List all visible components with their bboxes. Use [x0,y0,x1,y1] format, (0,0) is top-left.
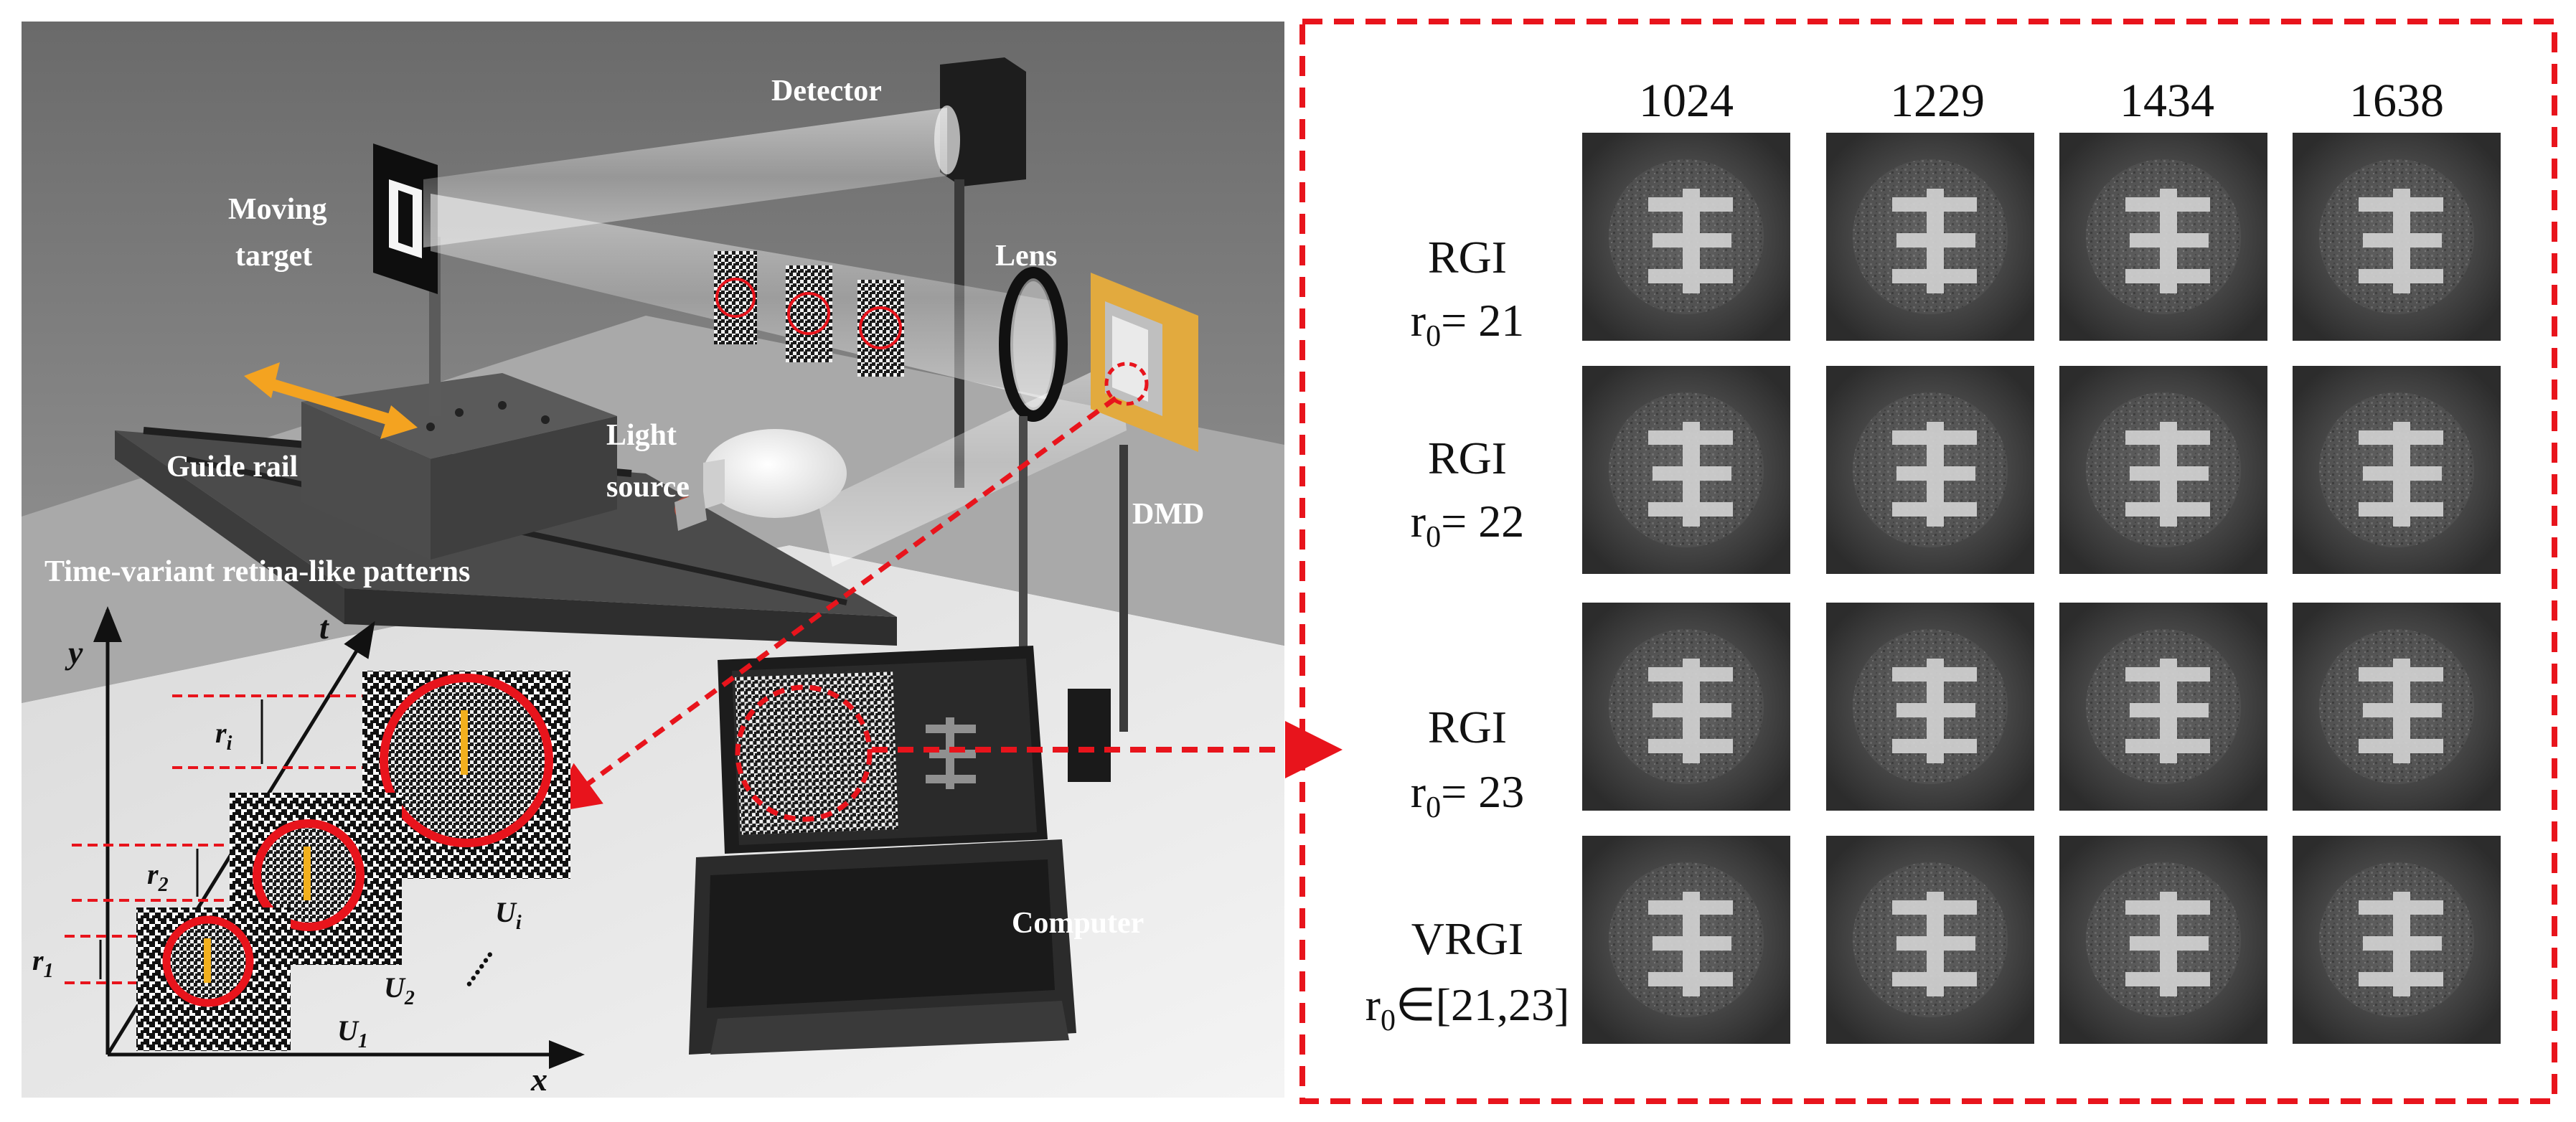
arrow-dmd-to-patterns [547,396,1118,814]
column-header-1024: 1024 [1639,75,1734,127]
svg-text:RGI: RGI [1428,232,1507,283]
recon-r2-c4 [2293,366,2501,574]
recon-r4-c4 [2293,836,2501,1044]
setup-scene: Detector Moving target Lens Light source… [22,22,1343,1098]
recon-r4-c3 [2059,836,2267,1044]
motion-arrow [244,362,418,439]
svg-text:RGI: RGI [1428,702,1507,753]
moving-stage [301,373,617,560]
symbol-u-1: U1 [337,1014,368,1052]
recon-r4-c1 [1582,836,1790,1044]
radius-dimensions [99,699,263,979]
svg-text:r0∈[21,23]: r0∈[21,23] [1365,979,1570,1037]
dmd-highlight-circle [1104,362,1149,406]
lens [999,267,1068,667]
label-computer: Computer [1012,907,1144,940]
symbol-u-i: Ui [495,896,522,934]
pattern-inset: y t x [32,606,585,1098]
label-guide-rail: Guide rail [166,451,298,484]
symbol-r-i: ri [215,717,232,755]
axis-label-y: y [65,634,83,671]
recon-r2-c3 [2059,366,2267,574]
label-moving-target-1: Moving [228,193,327,226]
recon-r3-c3 [2059,603,2267,811]
row-label-4: VRGI r0∈[21,23] [1365,913,1570,1037]
label-lens: Lens [995,240,1057,273]
svg-text:r0= 23: r0= 23 [1411,766,1524,824]
beam-patterns [714,251,904,377]
symbol-r-1: r1 [32,944,54,982]
pattern-u-1 [136,908,291,1051]
label-patterns-title: Time-variant retina-like patterns [44,555,470,588]
axis-label-x: x [530,1061,547,1098]
recon-r3-c2 [1826,603,2034,811]
recon-r4-c2 [1826,836,2034,1044]
svg-text:r0= 22: r0= 22 [1411,496,1524,554]
moving-target [373,143,438,294]
screen-highlight-circle [735,684,873,822]
recon-r1-c4 [2293,133,2501,341]
symbol-u-2: U2 [384,971,415,1009]
recon-r2-c1 [1582,366,1790,574]
row-label-1: RGI r0= 21 [1411,232,1524,353]
recon-r1-c2 [1826,133,2034,341]
row-label-3: RGI r0= 23 [1411,702,1524,824]
svg-text:VRGI: VRGI [1411,913,1523,964]
recon-r1-c1 [1582,133,1790,341]
column-header-1229: 1229 [1890,75,1985,127]
recon-r3-c1 [1582,603,1790,811]
label-dmd: DMD [1132,498,1204,531]
svg-text:r0= 21: r0= 21 [1411,295,1524,353]
laptop [689,646,1076,1055]
label-moving-target-2: target [235,240,312,273]
column-header-1434: 1434 [2120,75,2214,127]
column-header-1638: 1638 [2349,75,2444,127]
axis-label-t: t [319,609,329,646]
symbol-r-2: r2 [147,858,169,896]
label-light-2: source [606,471,690,504]
beam-target-to-detector [423,108,947,248]
svg-text:RGI: RGI [1428,433,1507,484]
results-dashed-border [1299,19,2557,1104]
row-label-2: RGI r0= 22 [1411,433,1524,554]
reconstruction-grid [1582,133,2501,1044]
label-detector: Detector [771,75,882,108]
recon-r3-c4 [2293,603,2501,811]
results-panel: 1024 1229 1434 1638 RGI r0= 21 RGI r0= 2… [1299,19,2557,1104]
light-source-bulb [674,429,847,531]
label-light-1: Light [606,419,677,452]
recon-r1-c3 [2059,133,2267,341]
recon-r2-c2 [1826,366,2034,574]
